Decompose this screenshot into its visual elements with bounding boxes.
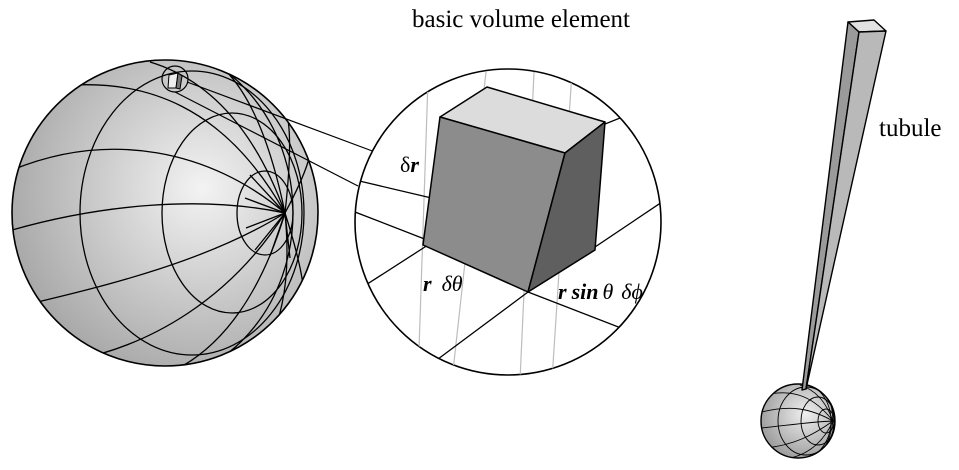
r-delta-theta-r: r (423, 271, 432, 296)
r-sin-dphi: δϕ (621, 279, 643, 304)
r-delta-theta-dtheta: δθ (442, 271, 463, 296)
small-sphere-icon (760, 383, 836, 459)
small-volume-element-icon (161, 65, 189, 93)
magnifier-circle (354, 68, 662, 376)
delta-r-label: δr (400, 152, 419, 177)
volume-element-box-icon (422, 86, 606, 293)
diagram-title: basic volume element (412, 6, 630, 33)
r-sin-theta: θ (602, 279, 613, 304)
tubule-side-face (805, 30, 887, 390)
r-sin-sin: sin (571, 279, 599, 304)
tubule-front-face (801, 21, 860, 391)
r-sin-r: r (558, 279, 567, 304)
magnifier-connector (174, 81, 376, 187)
delta-r-r: r (410, 152, 419, 177)
large-sphere-icon (11, 59, 319, 367)
box-side-face (527, 121, 606, 293)
delta-r-delta: δ (400, 152, 410, 177)
tubule-icon (801, 19, 887, 391)
tubule-label: tubule (879, 115, 942, 142)
